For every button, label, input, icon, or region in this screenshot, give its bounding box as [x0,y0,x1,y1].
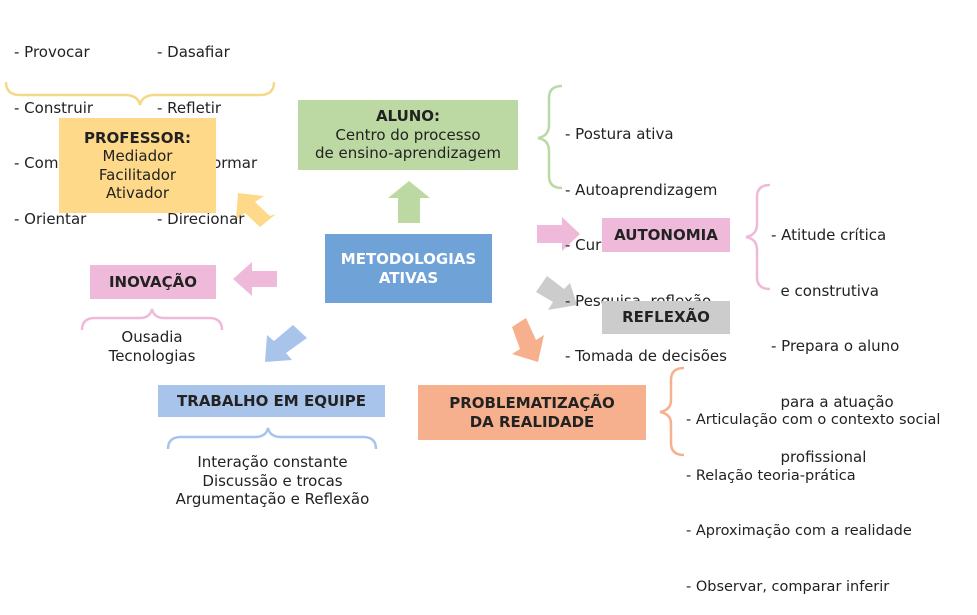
trabalho-list-item: Interação constante [197,453,348,471]
problematizacao-line2: DA REALIDADE [469,412,595,431]
aluno-line: Centro do processo [335,125,481,144]
verb-item: - Refletir [157,98,222,117]
autonomia-box: AUTONOMIA [602,218,730,252]
trabalho-list-item: Discussão e trocas [202,471,343,490]
reflexao-box: REFLEXÃO [602,301,730,334]
autonomia-title: AUTONOMIA [614,225,718,244]
brace-aluno-list [537,84,563,190]
brace-inovacao-list [80,308,224,331]
aluno-list-item: - Postura ativa [565,125,674,143]
autonomia-list-item: para a atuação [771,392,894,411]
problematizacao-list: - Articulação com o contexto social - Re… [686,374,940,615]
aluno-title: ALUNO: [375,107,441,126]
verb-item: - Provocar [14,43,90,61]
verb-item: - Dasafiar [157,43,230,61]
aluno-list-item: - Autoaprendizagem [565,180,718,199]
brace-trabalho-list [166,427,378,450]
connectors-layer [4,81,771,457]
problematizacao-list-item: - Relação teoria-prática [686,467,856,484]
verb-item: - Construir [14,98,94,117]
autonomia-list: - Atitude crítica e construtiva - Prepar… [771,189,899,485]
inovacao-list-item: Tecnologias [108,346,196,365]
center-line2: ATIVAS [378,268,439,287]
autonomia-list-item: - Prepara o aluno [771,337,900,355]
arrow-to-aluno [388,181,430,223]
inovacao-title: INOVAÇÃO [108,272,198,291]
reflexao-title: REFLEXÃO [622,308,710,327]
brace-autonomia-list [745,183,771,291]
brace-professor-verbs [4,81,276,106]
professor-box: PROFESSOR: Mediador Facilitador Ativador [59,118,216,213]
problematizacao-line1: PROBLEMATIZAÇÃO [449,394,615,412]
trabalho-list-item: Argumentação e Reflexão [175,490,370,508]
problematizacao-list-item: - Observar, comparar inferir [686,578,890,595]
trabalho-title: TRABALHO EM EQUIPE [177,391,366,410]
arrow-to-problematizacao [512,318,544,362]
metodologias-ativas-box: METODOLOGIAS ATIVAS [325,234,492,303]
inovacao-list: Ousadia Tecnologias [82,328,222,365]
inovacao-box: INOVAÇÃO [90,265,216,299]
professor-verbs-col2: - Dasafiar - Refletir - Transformar - Di… [157,6,257,247]
autonomia-list-item: - Atitude crítica [771,226,887,244]
inovacao-list-item: Ousadia [121,328,183,346]
center-line1: METODOLOGIAS [340,250,477,268]
brace-problematizacao-list [659,366,685,457]
problematizacao-list-item: - Articulação com o contexto social [686,412,941,428]
arrow-to-reflexao [536,276,577,310]
professor-title: PROFESSOR: [83,128,192,147]
professor-line: Facilitador [98,165,177,184]
problematizacao-box: PROBLEMATIZAÇÃO DA REALIDADE [418,385,646,440]
arrow-to-autonomia [537,217,580,251]
autonomia-list-item: e construtiva [771,281,879,300]
problematizacao-list-item: - Aproximação com a realidade [686,523,912,539]
arrow-to-trabalho [265,325,307,362]
arrow-to-professor [236,193,276,227]
verb-item: - Direcionar [157,209,245,228]
aluno-line: de ensino-aprendizagem [314,144,501,163]
autonomia-list-item: profissional [771,448,867,466]
aluno-list-item: - Tomada de decisões [565,347,727,365]
professor-line: Ativador [106,184,169,202]
aluno-box: ALUNO: Centro do processo de ensino-apre… [298,100,518,170]
trabalho-list: Interação constante Discussão e trocas A… [155,453,390,509]
trabalho-box: TRABALHO EM EQUIPE [158,385,385,417]
aluno-list: - Postura ativa - Autoaprendizagem - Cur… [565,88,727,384]
verb-item: - Orientar [14,209,87,228]
arrow-to-inovacao [233,262,277,296]
professor-line: Mediador [102,147,173,165]
